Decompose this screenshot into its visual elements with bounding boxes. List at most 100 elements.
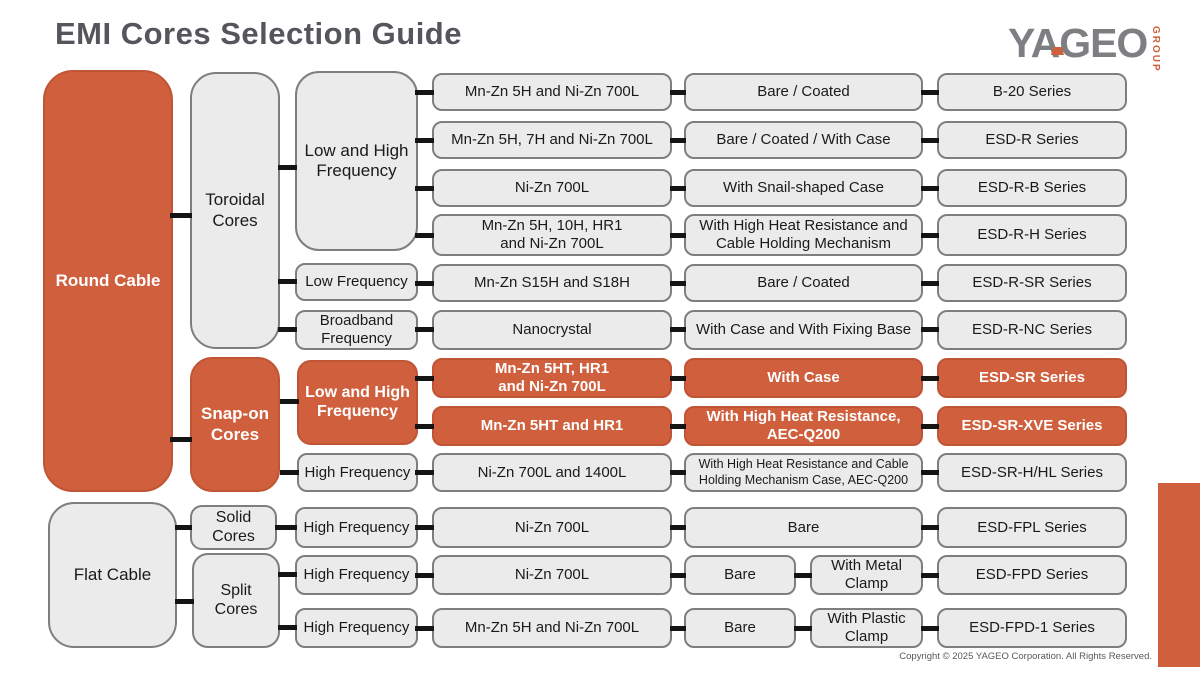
node-case: Bare (684, 608, 796, 648)
node-series: ESD-SR Series (937, 358, 1127, 398)
connector (275, 525, 297, 530)
node-case: Bare (684, 507, 923, 548)
copyright-text: Copyright © 2025 YAGEO Corporation. All … (899, 651, 1152, 662)
connector (415, 626, 434, 631)
connector (415, 90, 434, 95)
node-series: B-20 Series (937, 73, 1127, 111)
connector (921, 233, 939, 238)
connector (921, 424, 939, 429)
connector (921, 525, 939, 530)
node-freq-low-high-snapon: Low and High Frequency (297, 360, 418, 445)
connector (175, 525, 192, 530)
node-solid-cores: Solid Cores (190, 505, 277, 550)
connector (670, 525, 686, 530)
connector (670, 281, 686, 286)
connector (278, 625, 297, 630)
accent-bar (1158, 483, 1200, 667)
connector (670, 138, 686, 143)
node-series: ESD-FPL Series (937, 507, 1127, 548)
connector (921, 470, 939, 475)
node-material: Mn-Zn 5HT and HR1 (432, 406, 672, 446)
connector (921, 327, 939, 332)
node-material: Ni-Zn 700L and 1400L (432, 453, 672, 492)
connector (670, 376, 686, 381)
node-case: Bare / Coated (684, 264, 923, 302)
node-material: Mn-Zn 5H and Ni-Zn 700L (432, 73, 672, 111)
node-series: ESD-R-NC Series (937, 310, 1127, 350)
node-case: With High Heat Resistance, AEC-Q200 (684, 406, 923, 446)
yageo-logo-group-label: GROUP (1150, 26, 1161, 73)
connector (921, 376, 939, 381)
node-snap-on-cores: Snap-on Cores (190, 357, 280, 492)
connector (278, 279, 297, 284)
connector (175, 599, 194, 604)
connector (921, 626, 939, 631)
node-material: Mn-Zn 5H, 10H, HR1 and Ni-Zn 700L (432, 214, 672, 256)
node-freq-high-4: High Frequency (295, 608, 418, 648)
node-case: With High Heat Resistance and Cable Hold… (684, 453, 923, 492)
node-case: With Snail-shaped Case (684, 169, 923, 207)
node-series: ESD-R Series (937, 121, 1127, 159)
node-case: Bare (684, 555, 796, 595)
yageo-logo-accent-icon (1051, 47, 1064, 55)
connector (670, 233, 686, 238)
node-material: Mn-Zn S15H and S18H (432, 264, 672, 302)
node-freq-high-2: High Frequency (295, 507, 418, 548)
node-freq-high-3: High Frequency (295, 555, 418, 595)
node-freq-high-1: High Frequency (297, 453, 418, 492)
node-freq-broadband: Broadband Frequency (295, 310, 418, 350)
node-case: With High Heat Resistance and Cable Hold… (684, 214, 923, 256)
node-freq-low-high-toroidal: Low and High Frequency (295, 71, 418, 251)
connector (415, 470, 434, 475)
connector (670, 470, 686, 475)
connector (415, 186, 434, 191)
node-material: Mn-Zn 5H, 7H and Ni-Zn 700L (432, 121, 672, 159)
connector (921, 281, 939, 286)
connector (415, 525, 434, 530)
connector (670, 327, 686, 332)
connector (921, 573, 939, 578)
node-series: ESD-SR-XVE Series (937, 406, 1127, 446)
node-freq-low: Low Frequency (295, 263, 418, 301)
connector (278, 327, 297, 332)
node-material: Mn-Zn 5HT, HR1 and Ni-Zn 700L (432, 358, 672, 398)
node-split-cores: Split Cores (192, 553, 280, 648)
node-flat-cable: Flat Cable (48, 502, 177, 648)
node-series: ESD-FPD-1 Series (937, 608, 1127, 648)
node-series: ESD-R-H Series (937, 214, 1127, 256)
connector (415, 138, 434, 143)
connector (280, 470, 299, 475)
connector (415, 424, 434, 429)
node-series: ESD-FPD Series (937, 555, 1127, 595)
node-case-clamp: With Metal Clamp (810, 555, 923, 595)
node-material: Ni-Zn 700L (432, 555, 672, 595)
node-case: Bare / Coated / With Case (684, 121, 923, 159)
connector (794, 626, 812, 631)
connector (670, 573, 686, 578)
node-case: With Case and With Fixing Base (684, 310, 923, 350)
connector (921, 186, 939, 191)
connector (278, 572, 297, 577)
connector (670, 186, 686, 191)
node-material: Ni-Zn 700L (432, 169, 672, 207)
connector (670, 90, 686, 95)
connector (415, 573, 434, 578)
connector (415, 281, 434, 286)
connector (415, 327, 434, 332)
node-material: Nanocrystal (432, 310, 672, 350)
node-series: ESD-R-B Series (937, 169, 1127, 207)
connector (170, 437, 192, 442)
node-round-cable: Round Cable (43, 70, 173, 492)
node-case: With Case (684, 358, 923, 398)
node-toroidal-cores: Toroidal Cores (190, 72, 280, 349)
node-material: Ni-Zn 700L (432, 507, 672, 548)
node-case-clamp: With Plastic Clamp (810, 608, 923, 648)
connector (921, 90, 939, 95)
connector (170, 213, 192, 218)
connector (280, 399, 299, 404)
node-case: Bare / Coated (684, 73, 923, 111)
node-series: ESD-SR-H/HL Series (937, 453, 1127, 492)
connector (415, 376, 434, 381)
connector (415, 233, 434, 238)
